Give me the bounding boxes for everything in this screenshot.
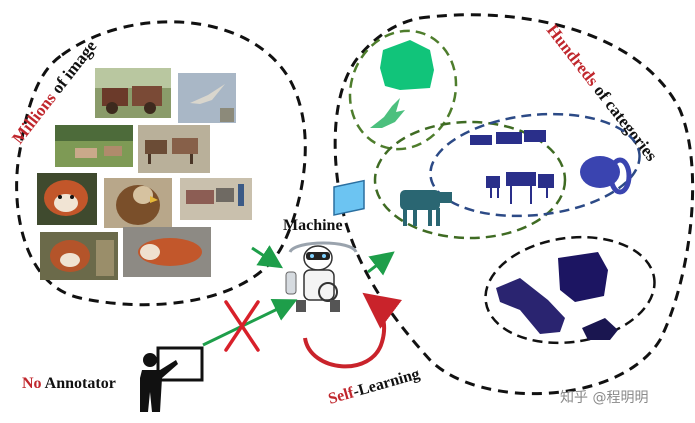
- learning-word: -Learning: [351, 366, 421, 401]
- photo-cows-herding: [138, 125, 210, 173]
- images-cluster-outline: [15, 20, 307, 307]
- mask-cart-wheel: [580, 156, 632, 195]
- images-to-machine-arrow: [251, 245, 284, 269]
- cross-mark-icon: [224, 300, 260, 352]
- photo-red-panda-2: [40, 232, 118, 280]
- teacher-at-board-icon: [140, 346, 204, 412]
- machine-label: Machine: [283, 217, 343, 234]
- categories-cluster-outline: [333, 13, 695, 396]
- of-image-words: of image: [45, 36, 101, 100]
- circular-arrow-icon: [303, 292, 402, 369]
- image-collage: [37, 68, 252, 280]
- photo-red-panda-3: [123, 227, 211, 277]
- robot-icon: [285, 179, 365, 312]
- millions-word: Millions: [8, 89, 60, 148]
- photo-cattle-pasture: [55, 125, 133, 167]
- self-word: Self: [326, 384, 356, 408]
- cluster-carts-outline: [429, 112, 641, 218]
- cluster-cattle-outline: [373, 120, 567, 240]
- mask-bird-silhouette: [370, 98, 405, 128]
- self-learning-label: Self-Learning: [326, 366, 421, 408]
- machine-to-categories-arrow: [367, 251, 395, 276]
- mask-panda-left: [496, 278, 565, 334]
- mask-cow-teal: [400, 190, 452, 226]
- photo-cows-street: [180, 178, 252, 220]
- cluster-panda-outline: [484, 235, 656, 345]
- mask-green-blob: [380, 40, 434, 90]
- photo-red-panda-1: [37, 173, 97, 225]
- watermark-text: 知乎 @程明明: [560, 389, 648, 406]
- mask-panda-small: [582, 318, 618, 340]
- no-word: No: [22, 375, 42, 392]
- hundreds-word: Hundreds: [543, 21, 603, 90]
- categories-cluster-label: Hundreds of categories: [543, 21, 662, 165]
- photo-bird-flying: [178, 73, 236, 123]
- mask-panda-top: [558, 252, 608, 302]
- photo-carts: [95, 68, 171, 118]
- photo-eagle: [104, 178, 172, 228]
- no-annotator-label: No Annotator: [22, 375, 116, 392]
- annotator-to-machine-arrow: [202, 299, 298, 347]
- of-categories-words: of categories: [587, 78, 661, 165]
- mask-cattle-carts: [470, 130, 554, 204]
- cluster-birds-outline: [348, 29, 458, 151]
- annotator-word: Annotator: [42, 375, 116, 392]
